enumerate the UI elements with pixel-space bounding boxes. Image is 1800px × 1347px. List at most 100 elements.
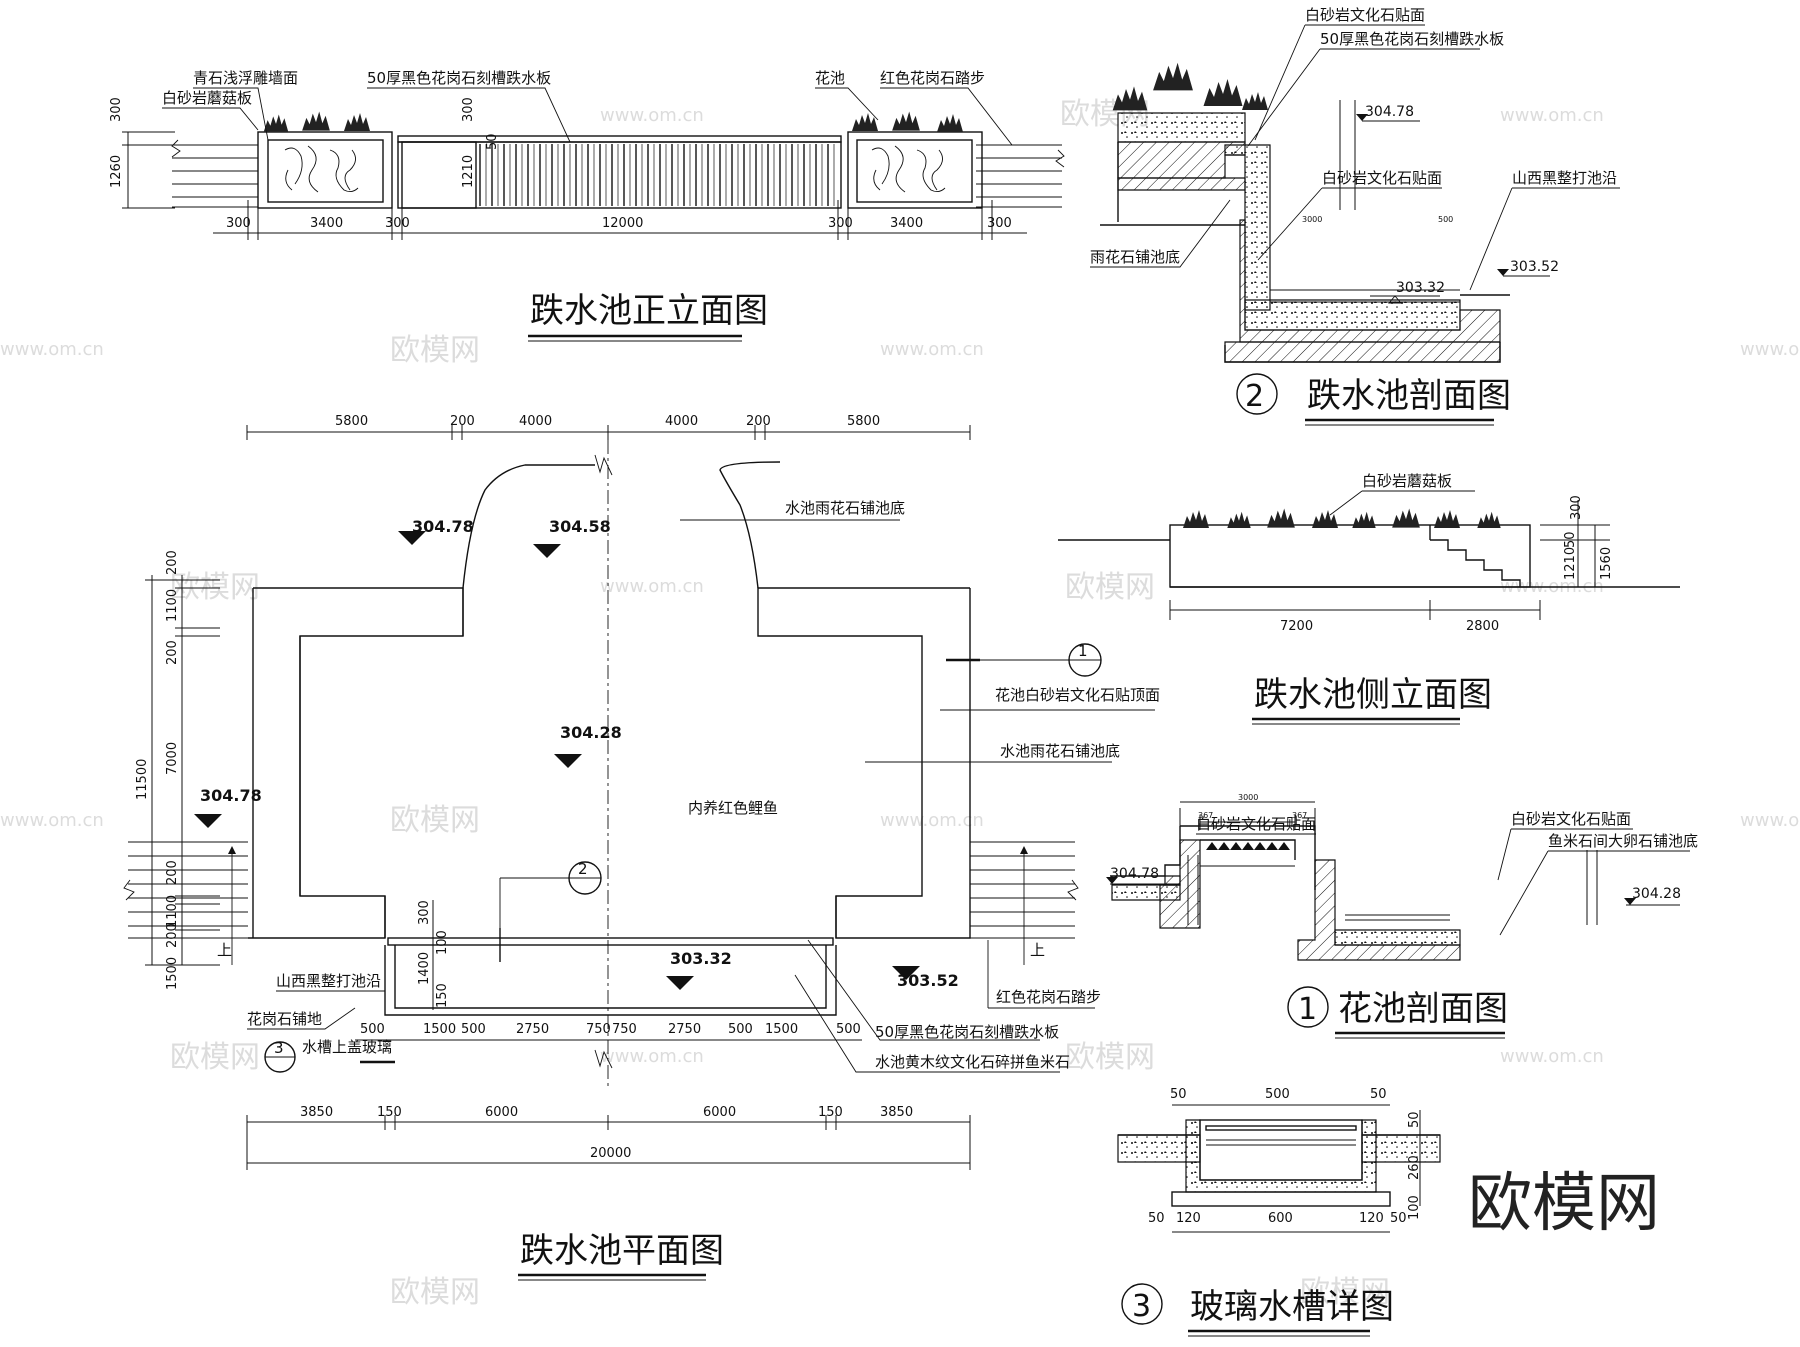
right-relief-panel [856,139,973,203]
dim-text: 200 [450,414,475,429]
plan-left-steps [123,841,248,965]
watermark: 欧模网 [390,1275,480,1310]
dim-ticks [246,1115,971,1170]
dim-text: 300 [417,900,432,925]
leader [1090,199,1231,268]
leader [794,974,1060,1073]
dim-ticks [247,200,993,240]
shrub-icon [1267,508,1295,528]
section-1-planter: 3000 367 367 304.78 304.28 白砂岩文化石贴面 白砂岩文… [1106,793,1698,1039]
plan-view: 5800 200 4000 4000 200 5800 [123,414,1160,1281]
cascade-lip [387,937,834,946]
leader [1469,187,1620,291]
section-number: 3 [1132,1289,1151,1324]
base-footing [1171,1191,1391,1207]
shrub-icon [1312,510,1338,528]
section-number: 2 [1245,379,1264,414]
label: 鱼米石间大卵石铺池底 [1548,832,1698,850]
dim-text: 500 [461,1022,486,1037]
section-marker-circle [1287,986,1329,1028]
dim-text: 3400 [890,216,923,231]
cascade-grooves [479,144,835,206]
dim-text: 5800 [335,414,368,429]
side-elevation: 白砂岩蘑菇板 7200 2800 300 50 1210 1560 跌水池侧立面… [1058,472,1680,725]
left-relief-panel [267,139,384,203]
shrub-icon [1477,511,1501,528]
dim-text: 50 [1170,1087,1187,1102]
dim-text: 100 [1407,1195,1422,1220]
planter-soil [1117,112,1246,143]
label: 雨花石铺池底 [1090,248,1180,266]
dim-text: 3850 [300,1105,333,1120]
upper-footing [1117,177,1246,191]
label: 白砂岩文化石贴面 [1511,810,1631,828]
shrub-icon [1242,92,1268,110]
small-dim: 3000 [1302,215,1322,224]
label: 50厚黑色花岗石刻槽跌水板 [1320,30,1504,48]
relief-carving [871,145,946,193]
left-steps [171,139,258,208]
small-dim: 367 [1198,811,1213,820]
dim-text: 4000 [519,414,552,429]
dim-text: 200 [165,923,180,948]
break-line [594,1049,613,1069]
callout-number: 3 [274,1039,284,1057]
shrub-icon [1227,511,1251,528]
label: 红色花岗石踏步 [996,988,1101,1006]
leader [193,87,269,141]
dim-text: 300 [385,216,410,231]
shrub-icon [1352,511,1376,528]
label: 山西黑整打池沿 [1512,169,1617,187]
elevation-303-32: 303.32 [1396,280,1445,296]
label: 水池雨花石铺池底 [785,499,905,517]
dim-text: 260 [1407,1155,1422,1180]
shrub-icon [344,113,370,131]
dim-text: 50 [1390,1211,1407,1226]
soil-symbol [1242,842,1254,850]
right-wall [1297,859,1461,961]
shrub-icon [263,114,289,132]
callout-number: 1 [1078,642,1088,660]
shrub-icon [937,114,963,132]
dim-text: 500 [360,1022,385,1037]
pool-bottom [1244,299,1461,331]
watermark: 欧模网 [1300,1275,1390,1310]
dim-text: 7000 [165,742,180,775]
watermark: www.om.cn [1740,810,1800,831]
cascade-wall [1224,144,1271,311]
dim-text: 5800 [847,414,880,429]
dim-1260: 1260 [109,155,124,188]
glass-cover [1205,1125,1357,1131]
dim-20000: 20000 [590,1146,631,1161]
dim-text: 750 [612,1022,637,1037]
side-wall [1169,524,1531,588]
soil-symbol [1206,842,1218,850]
watermark: 欧模网 [390,803,480,838]
watermark: www.om.cn [600,105,704,126]
dim-50: 50 [485,133,500,150]
watermarks: 欧模网 www.om.cn www.om.cn 欧模网 www.om.cn ww… [0,97,1800,1310]
cascade-left-block [401,141,477,209]
dim-7200: 7200 [1280,619,1313,634]
leader [1254,24,1425,141]
label: 白砂岩蘑菇板 [1362,472,1452,490]
watermark: www.om.cn [880,810,984,831]
label: 花池白砂岩文化石贴顶面 [995,686,1160,704]
planter-outline-right [757,587,971,939]
shrub-icon [1183,510,1209,528]
soil-symbol [1254,842,1266,850]
watermark: 欧模网 [390,333,480,368]
dim-text: 4000 [665,414,698,429]
watermark: 欧模网 [170,1040,260,1075]
dim-text: 600 [1268,1211,1293,1226]
inlet-right-curve [719,461,781,589]
title-plan: 跌水池平面图 [520,1231,724,1271]
label: 山西黑整打池沿 [276,972,381,990]
water-line [1270,289,1460,303]
dim-text: 150 [435,983,450,1008]
dim-text: 1400 [417,952,432,985]
soil-symbol [1266,842,1278,850]
relief-carving [284,145,359,193]
title-front-elevation: 跌水池正立面图 [530,291,768,331]
dim-text: 50 [1407,1111,1422,1128]
